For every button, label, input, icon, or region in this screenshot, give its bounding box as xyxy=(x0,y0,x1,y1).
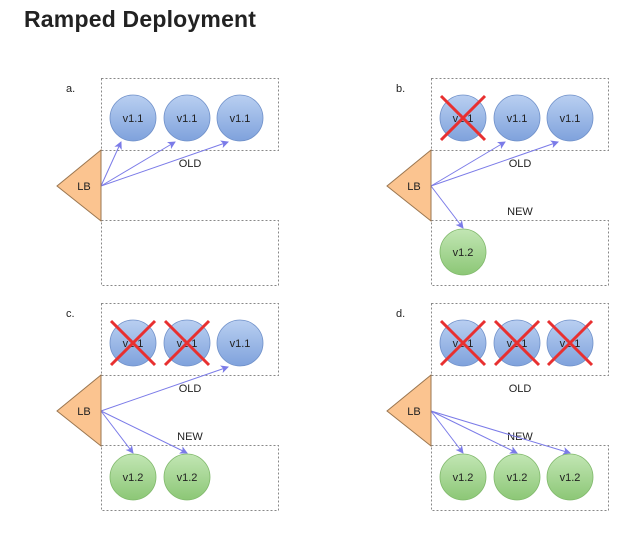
traffic-arrow xyxy=(430,185,464,229)
new-node-label: v1.2 xyxy=(453,247,474,259)
traffic-arrow xyxy=(100,141,176,187)
old-node xyxy=(546,94,594,142)
new-node xyxy=(439,453,487,501)
removed-cross-icon xyxy=(493,319,541,367)
old-node-label: v1.1 xyxy=(230,113,251,125)
old-node-label: v1.1 xyxy=(123,113,144,125)
load-balancer-icon xyxy=(56,148,102,223)
new-node xyxy=(493,453,541,501)
load-balancer-label: LB xyxy=(407,406,420,418)
traffic-arrow xyxy=(430,141,506,187)
new-node xyxy=(439,228,487,276)
page-title: Ramped Deployment xyxy=(24,6,257,32)
old-node-label: v1.1 xyxy=(507,113,528,125)
old-group-box xyxy=(101,78,279,151)
new-group-box xyxy=(431,220,609,286)
removed-cross-icon xyxy=(546,319,594,367)
removed-cross-icon xyxy=(109,319,157,367)
load-balancer-label: LB xyxy=(77,181,90,193)
new-group-label: NEW xyxy=(177,431,203,443)
old-group-box xyxy=(101,303,279,376)
old-group-label: OLD xyxy=(509,383,532,395)
removed-cross-icon xyxy=(439,94,487,142)
old-node xyxy=(216,319,264,367)
traffic-arrow xyxy=(100,365,229,412)
old-node xyxy=(216,94,264,142)
panel-a: a. OLD v1.1 v1.1 v1.1LB xyxy=(56,78,279,286)
old-group-box xyxy=(431,303,609,376)
traffic-arrow xyxy=(430,410,518,454)
removed-cross-icon xyxy=(439,319,487,367)
traffic-arrow xyxy=(100,410,188,454)
traffic-arrow xyxy=(100,140,229,187)
old-group-label: OLD xyxy=(179,158,202,170)
panel-label: c. xyxy=(66,308,75,320)
load-balancer-label: LB xyxy=(407,181,420,193)
old-node-label: v1.1 xyxy=(230,338,251,350)
old-node-label: v1.1 xyxy=(177,113,198,125)
load-balancer-label: LB xyxy=(77,406,90,418)
load-balancer-icon xyxy=(386,373,432,448)
old-node xyxy=(109,94,157,142)
new-node xyxy=(109,453,157,501)
new-node-label: v1.2 xyxy=(123,472,144,484)
new-group-box xyxy=(101,445,279,511)
traffic-arrow xyxy=(430,410,571,455)
new-node-label: v1.2 xyxy=(507,472,528,484)
old-node xyxy=(493,94,541,142)
panel-label: a. xyxy=(66,83,75,95)
traffic-arrow xyxy=(430,140,559,187)
new-node-label: v1.2 xyxy=(560,472,581,484)
load-balancer-icon xyxy=(56,373,102,448)
traffic-arrow xyxy=(100,141,122,187)
new-node-label: v1.2 xyxy=(177,472,198,484)
new-node xyxy=(546,453,594,501)
new-node xyxy=(163,453,211,501)
removed-cross-icon xyxy=(163,319,211,367)
old-group-box xyxy=(431,78,609,151)
new-group-box xyxy=(101,220,279,286)
panel-label: b. xyxy=(396,83,405,95)
old-group-label: OLD xyxy=(179,383,202,395)
new-group-label: NEW xyxy=(507,206,533,218)
panel-label: d. xyxy=(396,308,405,320)
old-node-label: v1.1 xyxy=(560,113,581,125)
traffic-arrow xyxy=(430,410,464,454)
old-group-label: OLD xyxy=(509,158,532,170)
new-node-label: v1.2 xyxy=(453,472,474,484)
old-node xyxy=(163,94,211,142)
new-group-box xyxy=(431,445,609,511)
traffic-arrow xyxy=(100,410,134,454)
load-balancer-icon xyxy=(386,148,432,223)
